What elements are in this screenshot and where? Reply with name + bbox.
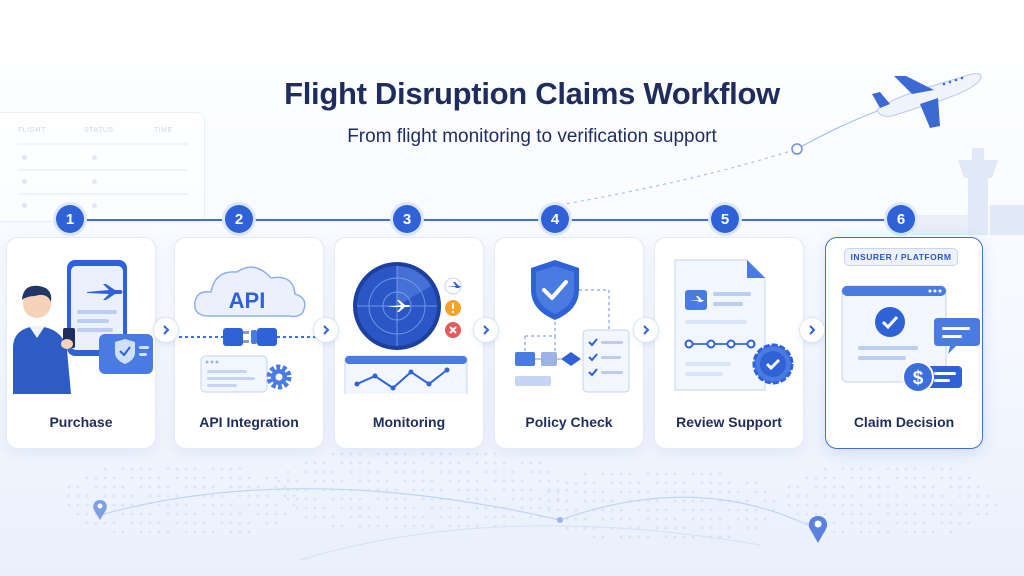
approval-seal-icon [752,343,794,385]
shield-check-icon [531,260,579,320]
airplane-icon [387,300,410,312]
step-number-badge: 1 [56,205,84,233]
browser-window-icon [841,285,947,383]
flow-decision [561,352,581,366]
next-step-arrow [153,317,179,343]
airport-tower [910,148,1024,235]
chevron-right-icon [323,325,330,335]
chevron-right-icon [163,325,170,335]
step-number-badge: 2 [225,205,253,233]
next-step-arrow [313,317,339,343]
step-label: API Integration [199,414,299,430]
step-label: Purchase [49,414,113,430]
location-pin-icon [93,500,107,520]
claim-decision-illustration: $ [841,285,980,393]
step-card-purchase[interactable]: Purchase [6,237,156,449]
gear-icon [266,364,292,390]
step-card-review-support[interactable]: Review Support [654,237,804,449]
plug-right-icon [251,328,277,346]
review-support-illustration [674,259,794,391]
next-step-arrow [633,317,659,343]
error-alert-icon [445,322,461,338]
step-card-policy-check[interactable]: Policy Check [494,237,644,449]
step-connector [423,219,539,221]
warning-alert-icon [445,300,461,316]
insurer-platform-badge: INSURER / PLATFORM [844,248,958,266]
radar-icon [353,262,441,350]
chat-bubble-icon [934,318,980,354]
route-line [99,488,561,521]
flight-path [559,148,798,206]
step-card-monitoring[interactable]: Monitoring [334,237,484,449]
airplane-status-icon [444,277,462,295]
monitoring-illustration [344,262,468,394]
step-label: Claim Decision [853,414,955,430]
cloud-icon [194,266,306,318]
check-icon [875,307,905,337]
step-connector [84,219,222,221]
api-integration-illustration: API [179,266,321,393]
step-connector [254,219,391,221]
purchase-illustration [13,260,153,394]
step-card-claim-decision[interactable]: INSURER / PLATFORM $ Claim Decision [825,237,983,449]
page-title: Flight Disruption Claims Workflow [284,76,780,111]
step-connector [571,219,709,221]
svg-text:API: API [229,288,266,313]
chevron-right-icon [809,325,816,335]
step-connector [741,219,885,221]
step-label: Policy Check [525,414,613,430]
check-icon [588,338,598,377]
svg-text:$: $ [913,368,924,389]
step-number-badge: 4 [541,205,569,233]
chevron-right-icon [483,325,490,335]
document-icon [674,259,766,391]
step-label: Review Support [676,414,782,430]
flow-node [541,352,557,366]
payment-icon: $ [902,361,962,393]
step-number-badge: 6 [887,205,915,233]
route-line [559,496,819,531]
page-subtitle: From flight monitoring to verification s… [347,126,717,147]
person-figure [13,326,71,394]
chevron-right-icon [643,325,650,335]
route-line [299,525,761,561]
step-number-badge: 3 [393,205,421,233]
location-pin-icon [808,516,828,543]
step-number-badge: 5 [711,205,739,233]
flow-node [515,352,535,366]
policy-check-illustration [515,260,630,393]
world-map-dots [67,452,998,539]
next-step-arrow [799,317,825,343]
shield-check-icon [115,339,135,364]
airplane-icon [87,284,123,300]
airplane-icon [689,296,704,305]
plug-left-icon [223,328,249,346]
trend-line [356,369,448,390]
step-card-api-integration[interactable]: API API Integration [174,237,324,449]
next-step-arrow [473,317,499,343]
step-label: Monitoring [372,414,446,430]
